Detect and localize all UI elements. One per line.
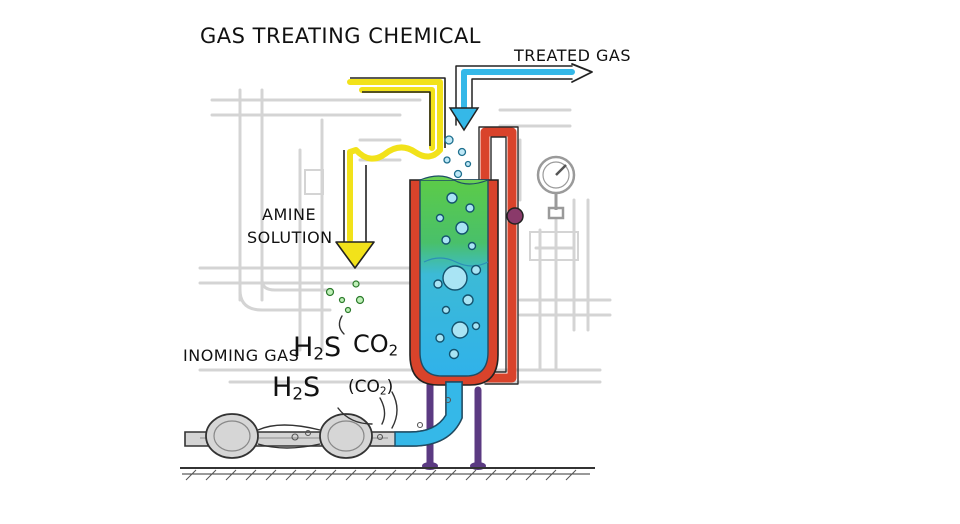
co2-label-2: (CO2)	[348, 377, 394, 398]
inlet-pipe	[184, 381, 463, 459]
treated-gas-label: TREATED GAS	[514, 46, 631, 65]
amine-arrow-icon	[335, 241, 375, 269]
vessel-bubbles	[433, 192, 482, 360]
vessel-supports	[426, 381, 482, 466]
diagram-title: GAS TREATING CHEMICAL	[200, 24, 482, 48]
amine-label-line1: AMINE	[262, 205, 317, 224]
co2-label-1: CO2	[353, 330, 399, 360]
rising-bubbles	[443, 135, 472, 179]
h2s-label-2: H2S	[272, 372, 321, 404]
recirculation-pipe	[478, 126, 519, 385]
amine-outline	[343, 77, 446, 245]
sight-glass-icon	[506, 207, 524, 225]
treated-gas-pipe	[455, 63, 593, 128]
incoming-gas-label: INOMING GAS	[183, 346, 300, 365]
amine-drips	[325, 280, 365, 314]
treated-gas-down-arrow-icon	[448, 107, 480, 132]
pressure-gauge-icon	[536, 155, 576, 220]
inlet-bubbles	[291, 396, 452, 441]
h2s-label-1: H2S	[293, 332, 342, 364]
amine-label-line2: SOLUTION	[247, 228, 333, 247]
amine-feed-pipe	[347, 79, 443, 243]
gas-flow-squiggles	[337, 315, 398, 429]
ground-line	[180, 467, 595, 481]
